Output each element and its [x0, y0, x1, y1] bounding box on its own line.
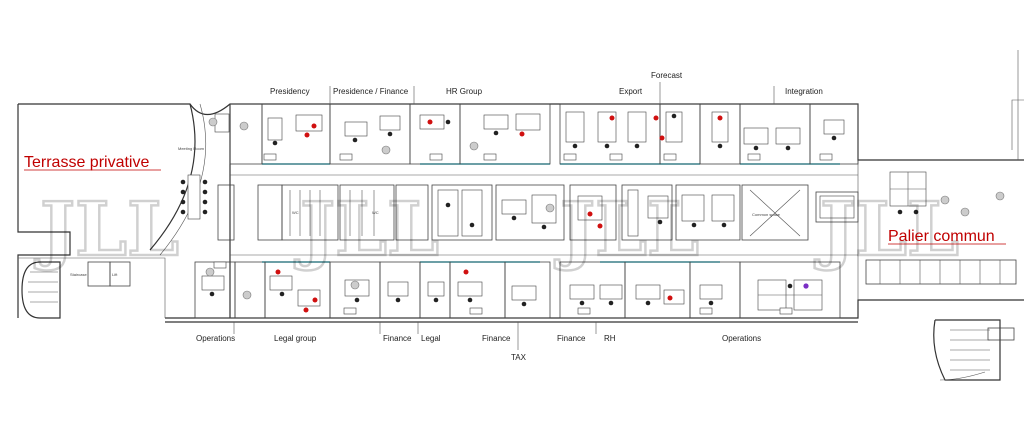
zone-label-rh: RH — [604, 334, 616, 343]
room-notes: Meeting Room WC WC Staircase Lift Common… — [70, 146, 781, 277]
zone-label-finance-3: Finance — [557, 334, 586, 343]
bottom-offices — [194, 261, 841, 319]
occupied-chairs — [275, 115, 809, 313]
zone-label-presidence-finance: Presidence / Finance — [333, 87, 409, 96]
zone-label-legal: Legal — [421, 334, 441, 343]
note-common-space: Common space — [752, 212, 781, 217]
top-zone-labels: Presidency Presidence / Finance HR Group… — [270, 71, 823, 104]
note-wc-1: WC — [292, 210, 299, 215]
zone-label-export: Export — [619, 87, 643, 96]
chairs — [209, 113, 919, 307]
zone-label-finance-2: Finance — [482, 334, 511, 343]
zone-label-presidency: Presidency — [270, 87, 310, 96]
zone-label-forecast: Forecast — [651, 71, 683, 80]
watermark-text-2: JLL — [294, 187, 439, 273]
room-tags — [213, 153, 833, 315]
watermark: JLL JLL JLL JLL — [33, 186, 961, 275]
zone-label-tax: TAX — [511, 353, 527, 362]
bottom-zone-labels: Operations Legal group Finance Legal Fin… — [196, 322, 761, 362]
note-staircase: Staircase — [70, 272, 87, 277]
zone-label-finance-1: Finance — [383, 334, 412, 343]
watermark-text-3: JLL — [554, 187, 699, 273]
core-rooms — [217, 184, 859, 241]
zone-label-integration: Integration — [785, 87, 823, 96]
plants — [205, 117, 1005, 300]
landing-label: Palier commun — [888, 228, 995, 245]
landing-wing — [865, 171, 1017, 381]
desks-core — [289, 189, 855, 237]
desks-bottom — [201, 275, 823, 311]
zone-label-hr-group: HR Group — [446, 87, 483, 96]
meeting-room — [180, 174, 208, 220]
watermark-text-4: JLL — [814, 187, 959, 273]
note-wc-2: WC — [372, 210, 379, 215]
highlight-labels: Terrasse privative Palier commun — [24, 154, 1006, 245]
zone-label-legal-group: Legal group — [274, 334, 317, 343]
terrace-label: Terrasse privative — [24, 154, 149, 171]
building-outline — [17, 50, 1024, 323]
note-meeting-room: Meeting Room — [178, 146, 205, 151]
watermark-text-1: JLL — [34, 187, 179, 273]
note-lift: Lift — [112, 272, 118, 277]
top-offices — [229, 103, 859, 165]
zone-label-operations-left: Operations — [196, 334, 235, 343]
desks-top — [214, 111, 845, 145]
left-staircase — [21, 261, 131, 319]
zone-label-operations-right: Operations — [722, 334, 761, 343]
